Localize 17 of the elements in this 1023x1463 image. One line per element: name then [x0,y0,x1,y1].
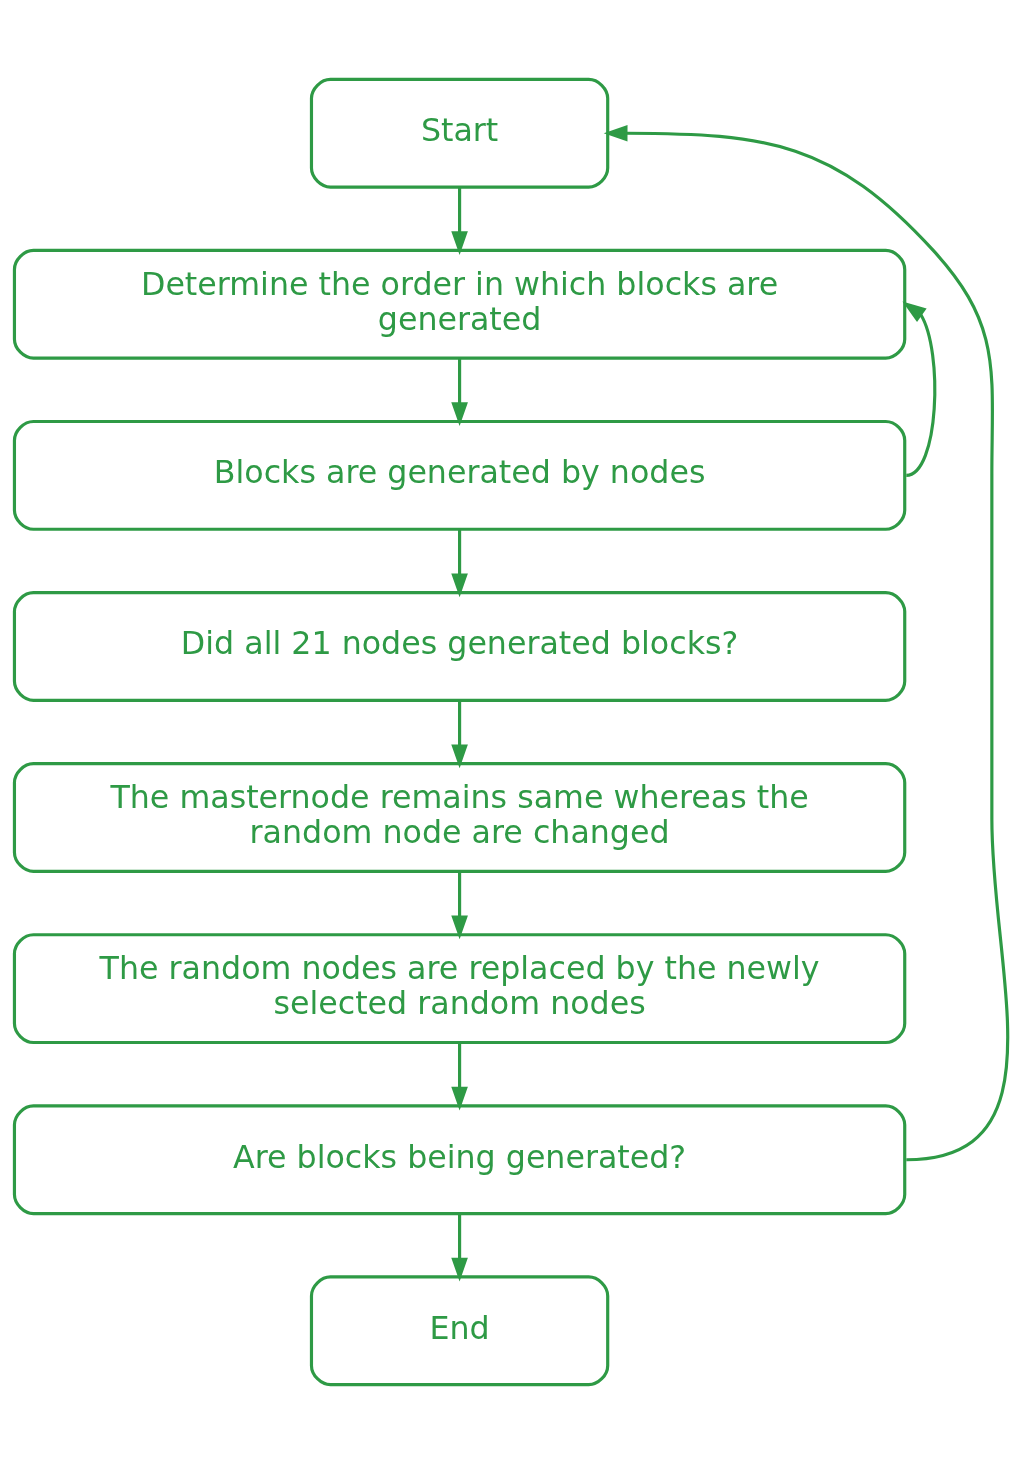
arrow [451,358,468,426]
node-box: The random nodes are replaced by the newly selected random nodes [12,932,907,1044]
arrow [451,1042,468,1110]
node-box: End [309,1274,610,1386]
node-box: The masternode remains same whereas the random node are changed [12,761,907,873]
arrow [603,124,1010,1161]
arrow [451,1213,468,1282]
node-box: Blocks are generated by nodes [12,419,907,531]
node-box: Did all 21 nodes generated blocks? [12,590,907,702]
node-box: Determine the order in which blocks are generated [12,248,907,360]
node-box: Start [309,77,610,189]
arrow [451,700,468,768]
arrow [451,529,468,597]
node-box: Are blocks being generated? [12,1103,907,1215]
arrow [902,301,937,477]
arrow [451,871,468,939]
arrow [451,186,468,255]
